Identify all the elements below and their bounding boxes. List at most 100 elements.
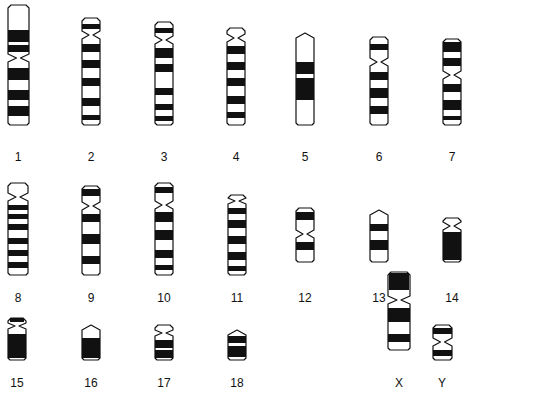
chromosome-band xyxy=(82,60,100,68)
chromosome-band xyxy=(8,214,28,219)
chromosome-band xyxy=(155,48,173,58)
chromosome xyxy=(8,5,29,125)
chromosome-band xyxy=(388,308,410,322)
chromosome-band xyxy=(8,262,28,268)
chromosome-outline xyxy=(82,325,100,360)
chromosome xyxy=(155,22,173,125)
chromosome xyxy=(433,325,452,360)
chromosome-number: 2 xyxy=(88,151,95,163)
chromosome-band xyxy=(228,346,246,357)
chromosome-band xyxy=(82,44,100,52)
chromosome-band xyxy=(155,350,173,358)
chromosome xyxy=(388,272,410,350)
chromosome-band xyxy=(82,24,100,29)
chromosome-band xyxy=(8,205,28,210)
chromosome-band xyxy=(155,64,173,72)
chromosome-number: 11 xyxy=(231,292,243,304)
chromosome-band xyxy=(227,62,245,70)
chromosome xyxy=(82,186,100,275)
chromosome-band xyxy=(82,338,100,358)
chromosome-band xyxy=(155,265,173,270)
chromosome-band xyxy=(228,266,246,271)
chromosome-number: 16 xyxy=(84,377,97,389)
chromosome-band xyxy=(443,100,461,110)
chromosome-band xyxy=(228,252,246,260)
chromosome-number: 18 xyxy=(230,377,243,389)
chromosome xyxy=(370,210,388,262)
chromosome-number: 14 xyxy=(445,292,458,304)
chromosome-band xyxy=(296,62,314,74)
chromosome-band xyxy=(8,45,29,52)
chromosome-band xyxy=(228,236,246,244)
chromosome xyxy=(227,28,245,125)
chromosome xyxy=(296,208,314,262)
chromosome-band xyxy=(82,234,100,244)
chromosome xyxy=(155,183,173,275)
chromosome-outline xyxy=(155,325,173,360)
chromosome-band xyxy=(82,98,100,106)
chromosome-band xyxy=(227,96,245,104)
chromosome-number: 3 xyxy=(161,151,168,163)
chromosome-band xyxy=(8,106,29,116)
chromosome-band xyxy=(433,328,452,334)
chromosome xyxy=(82,325,100,360)
chromosome-outline xyxy=(443,218,461,262)
chromosome xyxy=(82,18,100,125)
chromosome-band xyxy=(8,224,28,230)
chromosome-band xyxy=(82,256,100,264)
chromosome-band xyxy=(296,242,314,250)
chromosome-band xyxy=(443,58,461,66)
chromosome-band xyxy=(155,212,173,222)
chromosome-outline xyxy=(296,208,314,262)
chromosome-band xyxy=(228,220,246,228)
chromosome-band xyxy=(155,28,173,33)
chromosome xyxy=(155,325,173,360)
chromosome-outline xyxy=(228,330,246,360)
chromosome-band xyxy=(155,187,173,193)
chromosome xyxy=(228,195,246,275)
chromosome-band xyxy=(227,78,245,86)
chromosome-number: 9 xyxy=(88,292,95,304)
chromosome-band xyxy=(155,340,173,348)
chromosome-outline xyxy=(228,195,246,275)
chromosome-number: 17 xyxy=(157,377,170,389)
chromosome-number: 4 xyxy=(233,151,240,163)
chromosome xyxy=(443,39,461,125)
chromosome-outline xyxy=(155,22,173,125)
chromosome-band xyxy=(8,334,26,358)
chromosome-number: 7 xyxy=(449,151,456,163)
chromosome-band xyxy=(296,212,314,220)
chromosome-number: 5 xyxy=(302,151,309,163)
chromosome xyxy=(296,33,314,125)
chromosome-number: 13 xyxy=(372,292,385,304)
chromosome-band xyxy=(155,116,173,121)
chromosome xyxy=(370,37,388,125)
chromosome-outline xyxy=(227,28,245,125)
chromosome-number: 10 xyxy=(157,292,170,304)
chromosome-number: Y xyxy=(438,377,446,389)
chromosome-band xyxy=(370,224,388,231)
chromosome-band xyxy=(296,78,314,100)
chromosome-number: X xyxy=(395,377,403,389)
chromosome-number: 8 xyxy=(15,292,22,304)
chromosome xyxy=(8,318,26,360)
chromosome xyxy=(8,183,28,275)
chromosome-outline xyxy=(8,183,28,275)
chromosome-band xyxy=(443,84,461,92)
chromosome-outline xyxy=(296,33,314,125)
chromosome-band xyxy=(155,250,173,258)
chromosome-band xyxy=(155,230,173,240)
chromosome-outline xyxy=(388,272,410,350)
chromosome-band xyxy=(389,273,409,290)
chromosome-band xyxy=(82,214,100,222)
chromosome-band xyxy=(370,240,388,250)
chromosome-band xyxy=(82,78,100,86)
chromosome-outline xyxy=(155,183,173,275)
chromosome-band xyxy=(370,106,388,114)
chromosome-band xyxy=(155,104,173,110)
chromosome-band xyxy=(433,350,452,356)
chromosome-band xyxy=(82,115,100,120)
chromosome-outline xyxy=(433,325,452,360)
